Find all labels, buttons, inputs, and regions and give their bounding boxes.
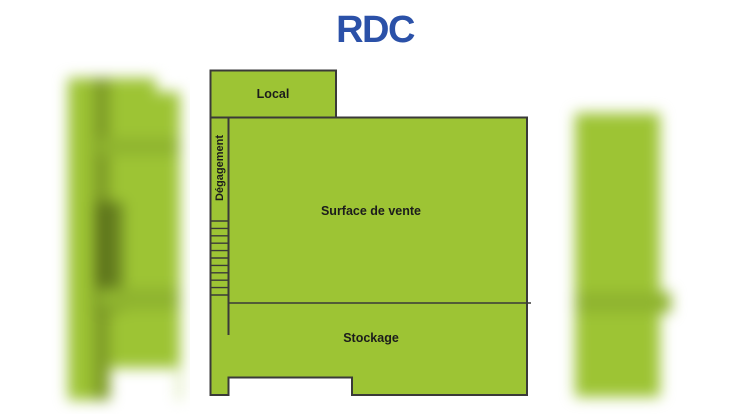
floor-outline-shape (209, 116, 528, 396)
stairs-icon (211, 220, 228, 296)
blur-shape (110, 368, 178, 414)
previous-image-preview[interactable] (38, 52, 190, 414)
room-label-stockage: Stockage (343, 331, 399, 345)
blur-shape (575, 113, 660, 397)
room-label-degagement: Dégagement (214, 135, 226, 201)
floor-title: RDC (336, 9, 415, 51)
room-label-local: Local (257, 87, 290, 101)
blur-shape (68, 78, 180, 400)
blur-shape (575, 292, 671, 313)
blurred-floorplan-left (38, 52, 190, 414)
room-label-surface-de-vente: Surface de vente (321, 204, 421, 218)
blur-shape (98, 138, 180, 155)
blur-shape (156, 62, 186, 92)
blurred-floorplan-right (558, 92, 698, 418)
blur-shape (98, 288, 180, 310)
next-image-preview[interactable] (558, 92, 698, 418)
